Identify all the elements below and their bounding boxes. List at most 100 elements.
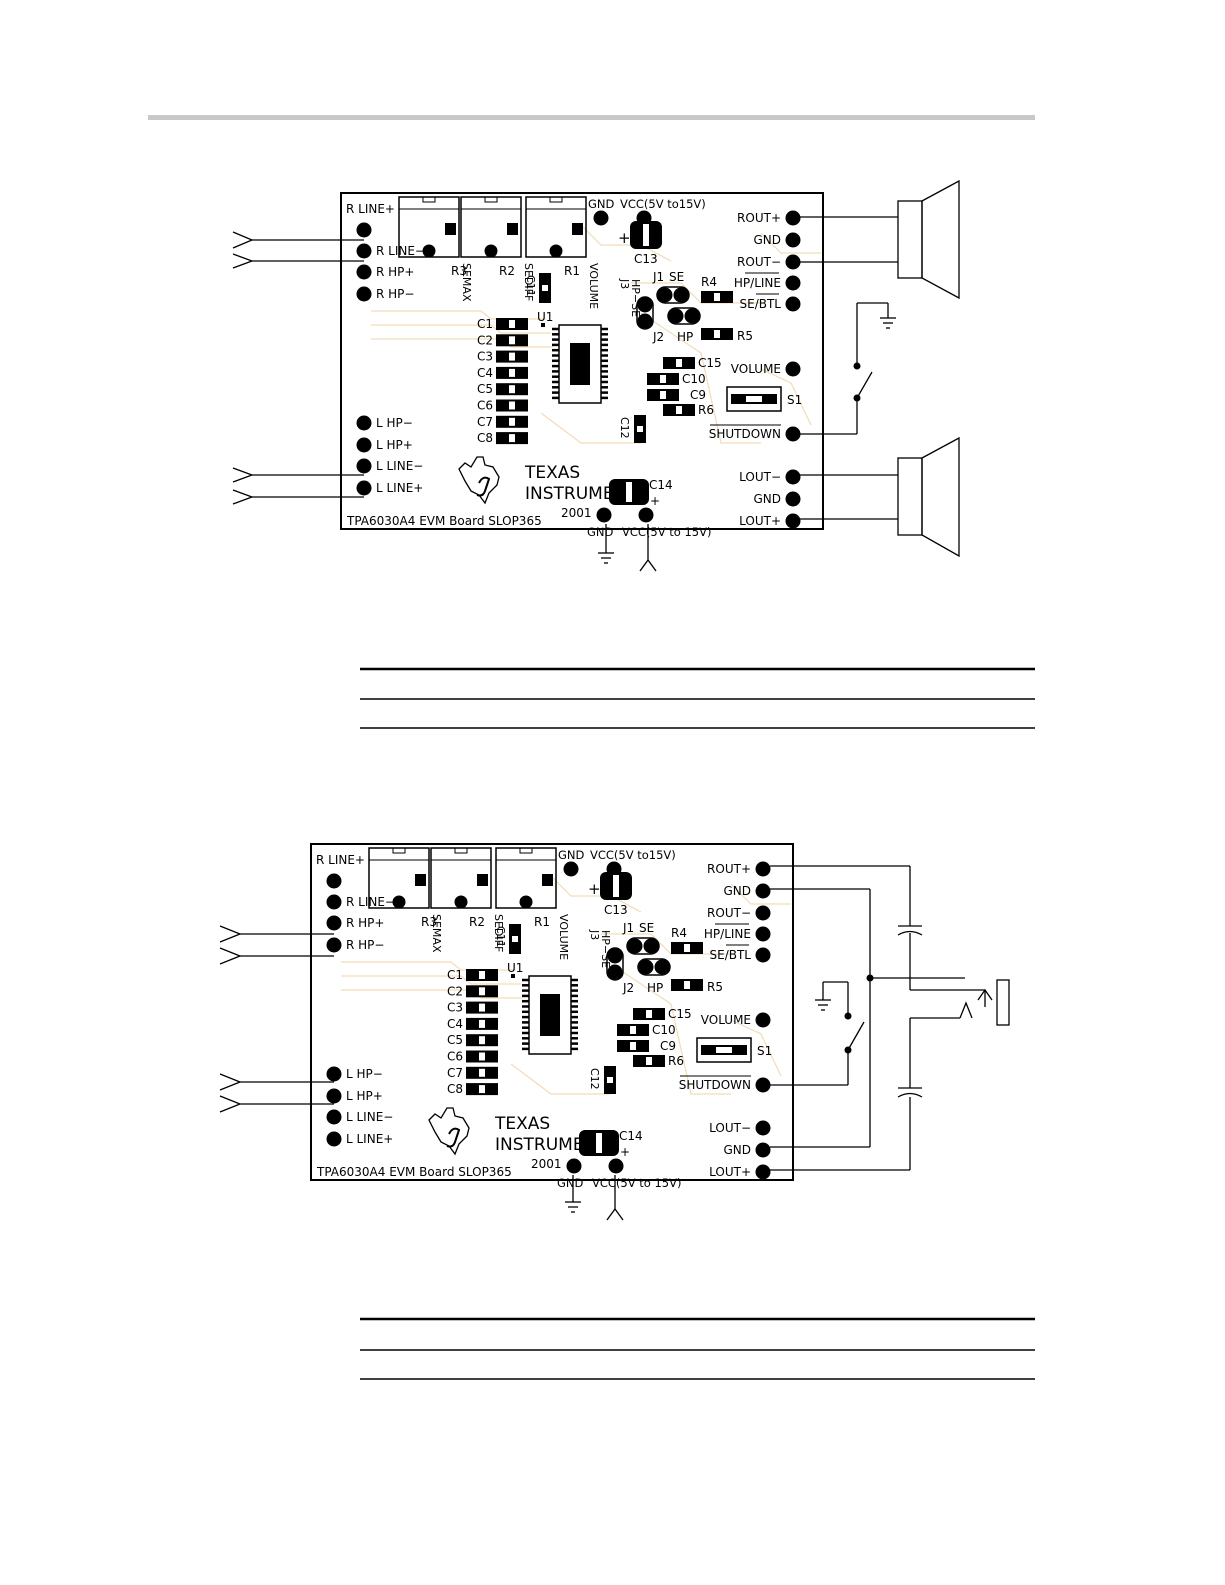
pot-ref: R2 [469,915,485,929]
right-terminal-label: ROUT− [737,255,781,269]
lout-terminal-label: LOUT− [709,1121,751,1135]
smd-gap [479,1003,485,1012]
terminal-pad [638,959,654,975]
lout-terminal-label: LOUT+ [709,1165,751,1179]
c11-label: C11 [494,926,507,948]
capacitor-label: C1 [477,317,493,331]
smd-gap [479,1068,485,1077]
capacitor-label: C7 [477,415,493,429]
pot-tab [484,196,498,203]
switch-body [696,1037,752,1063]
terminal-pad [785,513,801,529]
bottom-gnd-label: GND [557,1176,584,1190]
smd-gap [660,391,666,399]
pot-pad [549,244,563,258]
ti-logo-icon [458,456,500,505]
smd-gap [509,417,515,426]
u1-label: U1 [537,310,553,324]
logo-texas: TEXAS [494,1114,550,1134]
capacitor-label: C7 [447,1066,463,1080]
terminal-pad [755,1142,771,1158]
trace [730,1019,782,1077]
capacitor-label: C3 [477,350,493,364]
s1-label: S1 [787,393,802,407]
smd-gap [630,1026,636,1034]
pot-pad [519,895,533,909]
trace [730,883,791,905]
c14-label: C14 [619,1129,643,1143]
speaker-wiring [232,179,960,572]
smd-gap [509,434,515,443]
c14-label: C14 [649,478,673,492]
trace [540,412,641,444]
shutdown-terminal-label: SHUTDOWN [709,427,781,441]
terminal-pad [356,458,372,474]
top-gnd-label: GND [588,197,615,211]
s1-label: S1 [757,1044,772,1058]
smd-gap [479,1052,485,1061]
pin1-marker [541,323,545,327]
pot-pin [507,223,518,235]
terminal-pad [785,491,801,507]
smd-gap [509,320,515,328]
terminal-pad [673,287,689,303]
trace [610,963,731,1095]
left-terminal-label: L LINE− [346,1110,393,1124]
terminal-pad [608,1158,624,1174]
smd-gap [630,1042,636,1050]
terminal-pad [356,264,372,280]
terminal-pad [657,287,673,303]
se-label: SE [639,921,654,935]
c9-label: C9 [660,1039,676,1053]
left-terminal-label: R LINE− [376,244,425,258]
pot-pin [477,874,488,886]
terminal-pad [785,275,801,291]
smd-gap [646,1057,652,1065]
switch-body [726,386,782,412]
mode-terminal-label: HP/LINE [734,276,781,290]
shutdown-terminal-label: SHUTDOWN [679,1078,751,1092]
r6-label: R6 [668,1054,684,1068]
r4-label: R4 [671,926,687,940]
se-label: SE [669,270,684,284]
volume-terminal-label: VOLUME [731,362,781,376]
ti-mark [446,1127,461,1148]
capacitor-label: C2 [447,984,463,998]
terminal-pad [668,308,684,324]
bottom-vcc-label: VCC(5V to 15V) [622,525,711,539]
terminal-pad [785,210,801,226]
ti-mark [476,476,491,497]
ic-die [570,343,590,385]
smd-gap [542,285,548,291]
logo-year: 2001 [531,1157,562,1171]
smd-gap [626,482,632,502]
headphone-wiring-dots [844,974,874,1054]
pot-label: SEMAX [460,263,473,302]
jumper-outline [606,947,624,981]
u1-label: U1 [507,961,523,975]
smd-gap [676,359,682,367]
c14-polarity: + [650,494,660,508]
terminal-pad [637,313,653,329]
board-outline [310,843,794,1181]
capacitor-label: C8 [447,1082,463,1096]
c11-label: C11 [524,275,537,297]
bottom-vcc-label: VCC(5V to 15V) [592,1176,681,1190]
pot-tab [392,847,406,854]
terminal-pad [356,480,372,496]
hpse-label: HP−SE [599,930,612,968]
smd-gap [684,944,690,952]
c9-label: C9 [690,388,706,402]
top-vcc-label: VCC(5V to15V) [590,848,676,862]
headphone-wiring [219,865,1010,1221]
header-rule [148,115,1035,120]
smd-gap [607,1077,613,1083]
c13-label: C13 [634,252,658,266]
jumper-outline [636,296,654,330]
bottom-gnd-label: GND [587,525,614,539]
smd-gap [509,336,515,345]
switch-slot [716,1047,732,1053]
trace [550,875,642,913]
capacitor-label: C5 [447,1033,463,1047]
pot-label: VOLUME [557,914,570,960]
